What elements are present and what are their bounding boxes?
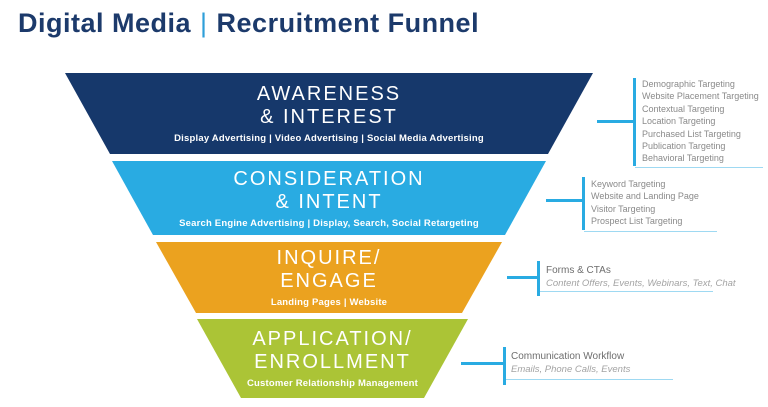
segment-heading-line2: & INTENT [275, 190, 383, 213]
annotation-item: Demographic Targeting [642, 79, 735, 89]
segment-heading-line2: & INTEREST [260, 106, 398, 128]
annotation-item: Website and Landing Page [591, 191, 699, 202]
connector-line-2 [546, 199, 584, 202]
annotation-item: Location Targeting [642, 116, 716, 127]
annotation-item: Contextual Targeting [642, 103, 725, 114]
segment-subtitle: Search Engine Advertising | Display, Sea… [179, 217, 479, 229]
annotation-item: Keyword Targeting [591, 179, 666, 189]
connector-bracket-1 [633, 78, 636, 166]
segment-heading-line2: ENGAGE [280, 270, 378, 292]
segment-subtitle: Landing Pages | Website [270, 297, 388, 308]
funnel-segment-application: APPLICATION/ ENROLLMENT Customer Relatio… [197, 319, 468, 398]
page-title: Digital Media | Recruitment Funnel [18, 8, 479, 39]
annotation-item: Publication Targeting [642, 141, 726, 152]
annotation-item: Purchased List Targeting [642, 128, 741, 139]
title-part-digital-media: Digital Media [18, 8, 192, 38]
segment-heading-line1: AWARENESS [256, 83, 402, 105]
annotation-list-consideration: Keyword Targeting Website and Landing Pa… [591, 178, 699, 228]
annotation-item: Website Placement Targeting [642, 91, 759, 102]
connector-line-1 [597, 120, 635, 123]
funnel-segment-awareness: AWARENESS & INTEREST Display Advertising… [65, 73, 593, 154]
annotation-item: Prospect List Targeting [591, 216, 683, 227]
segment-heading-line1: CONSIDERATION [233, 167, 425, 190]
segment-heading-line2: ENROLLMENT [254, 351, 411, 373]
annotation-list-awareness: Demographic Targeting Website Placement … [642, 78, 759, 165]
annotation-title: Communication Workflow [511, 351, 625, 362]
annotation-detail: Emails, Phone Calls, Events [511, 364, 631, 375]
annotation-title: Forms & CTAs [546, 265, 611, 276]
annotation-block-inquire: Forms & CTAs Content Offers, Events, Web… [546, 264, 736, 290]
annotation-block-application: Communication Workflow Emails, Phone Cal… [511, 350, 630, 376]
connector-bracket-3 [537, 261, 540, 296]
segment-subtitle: Display Advertising | Video Advertising … [174, 133, 484, 144]
annotation-item: Visitor Targeting [591, 203, 656, 214]
annotation-item: Behavioral Targeting [642, 153, 724, 164]
funnel-segment-inquire: INQUIRE/ ENGAGE Landing Pages | Website [156, 242, 502, 313]
funnel-segment-consideration: CONSIDERATION & INTENT Search Engine Adv… [112, 161, 546, 235]
annotation-underline-4 [505, 379, 673, 380]
connector-line-4 [461, 362, 505, 365]
connector-line-3 [507, 276, 539, 279]
annotation-underline-3 [539, 291, 713, 292]
title-part-recruitment-funnel: Recruitment Funnel [216, 8, 480, 38]
annotation-detail: Content Offers, Events, Webinars, Text, … [546, 278, 736, 289]
segment-subtitle: Customer Relationship Management [246, 378, 419, 389]
connector-bracket-2 [582, 177, 585, 230]
title-separator: | [200, 8, 208, 38]
annotation-underline-1 [635, 167, 763, 168]
segment-heading-line1: APPLICATION/ [252, 328, 413, 350]
connector-bracket-4 [503, 347, 506, 385]
annotation-underline-2 [584, 231, 717, 232]
segment-heading-line1: INQUIRE/ [276, 247, 382, 269]
